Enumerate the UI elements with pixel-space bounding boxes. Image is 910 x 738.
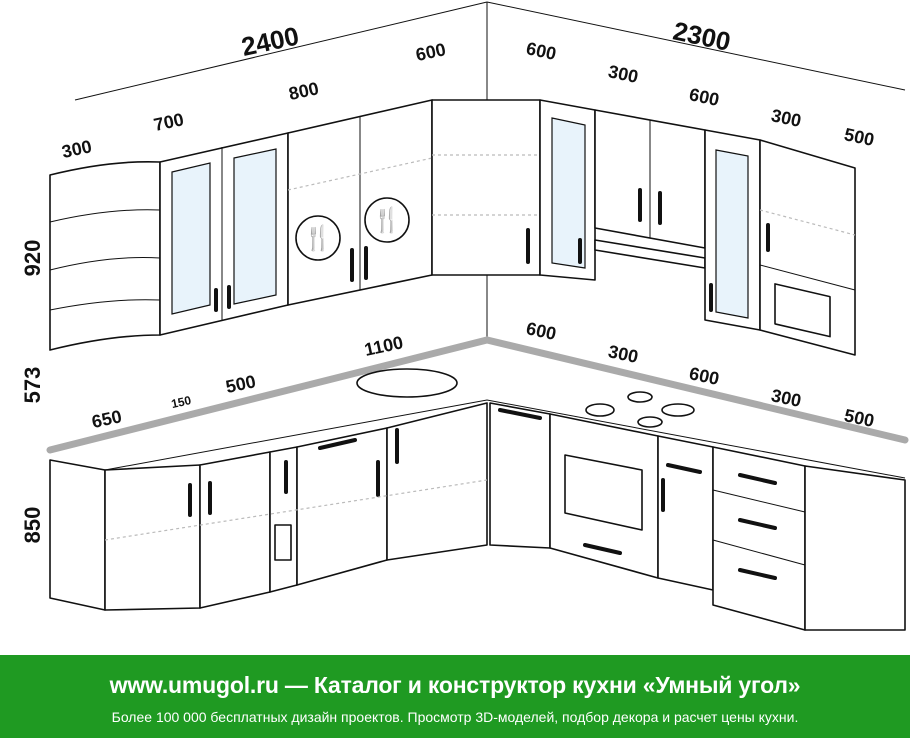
dim-label: 300 [769,105,803,131]
dim-height-backsplash: 573 [20,367,45,404]
glass-door [171,162,211,315]
kitchen-layout-drawing: 🍴 🍴 [20,1,909,631]
cooktop-burner [637,416,663,428]
dim-label: 600 [687,84,721,110]
sink-icon [356,368,458,398]
dim-label: 650 [90,406,124,432]
dim-label: 300 [606,61,640,87]
cutlery-icon [364,197,410,243]
svg-text:🍴: 🍴 [303,224,333,252]
dim-label: 150 [170,393,193,411]
countertop [46,336,909,479]
dim-label: 600 [414,39,448,65]
cooktop-burner [627,391,653,403]
microwave-icon [774,283,831,338]
dim-label: 500 [842,124,876,150]
upper-cabinets-right [539,99,856,356]
dim-label: 300 [606,341,640,367]
cooktop-burner [661,403,695,417]
dim-label: 700 [152,109,186,135]
base-cabinets-right [489,402,906,631]
dim-upper-total-right: 2300 [670,16,733,57]
footer-subline: Более 100 000 бесплатных дизайн проектов… [111,709,799,725]
cutlery-icon [295,215,341,261]
bottle-icon [274,524,292,561]
dim-upper-total-left: 2400 [239,21,302,62]
svg-text:🍴: 🍴 [372,206,402,234]
dim-label: 600 [524,318,558,344]
glass-door [233,148,277,305]
dim-label: 600 [524,38,558,64]
footer-banner: www.umugol.ru — Каталог и конструктор ку… [0,655,910,738]
cooktop-burner [585,403,615,417]
base-cabinets-left [49,402,488,611]
upper-cabinets-left: 🍴 🍴 [49,99,541,351]
open-shelf [49,160,161,351]
dim-label: 300 [60,136,94,162]
corner-upper-cabinet [431,99,541,276]
dim-label: 600 [687,363,721,389]
footer-headline-link[interactable]: www.umugol.ru — Каталог и конструктор ку… [109,672,801,698]
dim-counter: 1100 [363,332,405,360]
dim-height-base: 850 [20,507,45,544]
dim-label: 800 [287,78,321,104]
dim-label: 500 [224,371,258,397]
dim-height-upper: 920 [20,240,45,277]
